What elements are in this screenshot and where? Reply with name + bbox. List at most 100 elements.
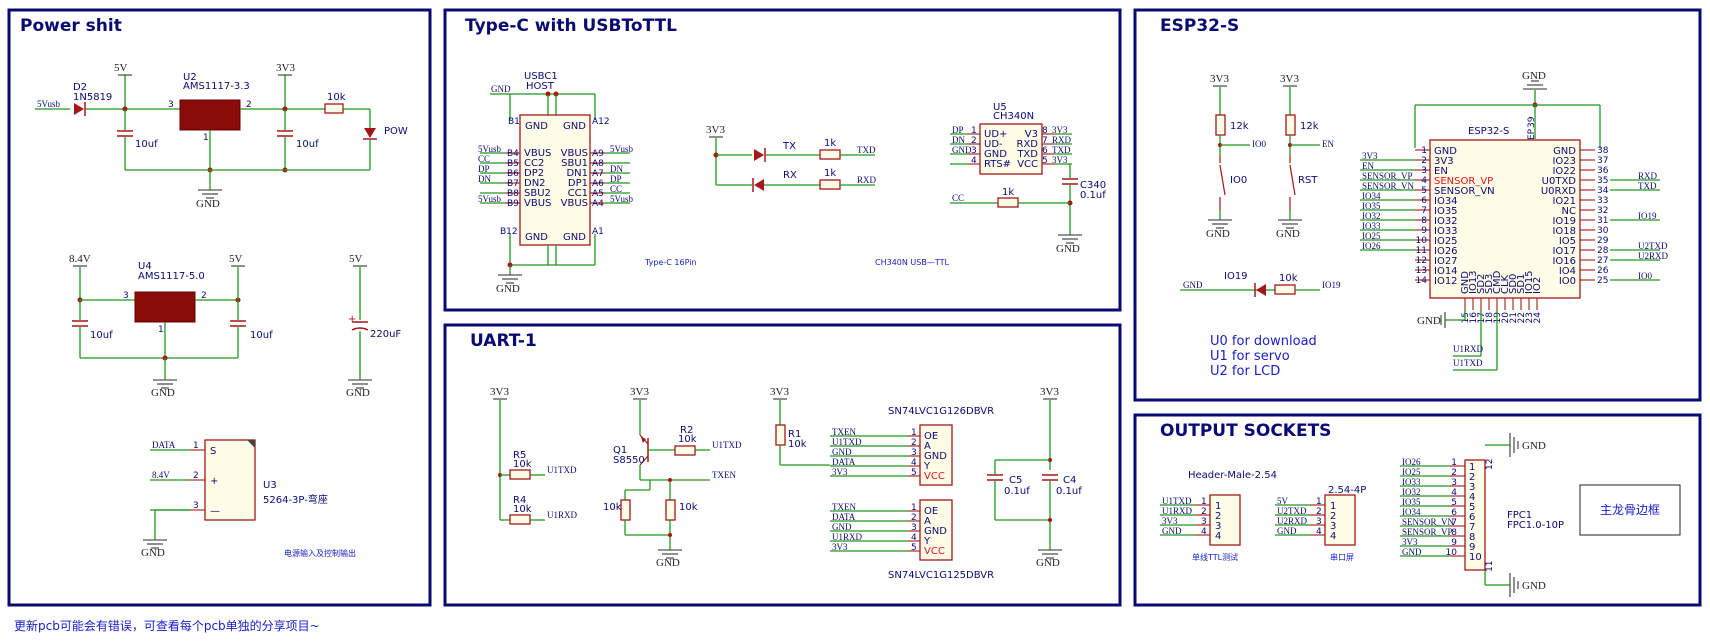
q1-ref: Q1 xyxy=(613,445,627,456)
fpc-num: 4 xyxy=(1451,488,1457,498)
output-panel-frame xyxy=(1133,413,1702,607)
esp-bottom-name: SD0 xyxy=(1508,274,1519,294)
buf2-pins-pin-name: GND xyxy=(924,526,947,537)
c-10uf-d: 10uf xyxy=(250,330,273,341)
esp-panel-title: ESP32-S xyxy=(1160,16,1239,36)
u5-val: CH340N xyxy=(993,111,1034,122)
esp-bottom-name: SD2 xyxy=(1476,274,1487,294)
esp-note-u1: U1 for servo xyxy=(1210,349,1290,364)
esp32-body xyxy=(1429,139,1581,299)
u5-left-num: 2 xyxy=(971,136,977,146)
usbc-left-name: VBUS xyxy=(524,148,551,159)
esp-section: 3V3 12k IO0 IO0 GND 3V3 12k EN RST GND xyxy=(1180,70,1669,379)
fpc-num: 5 xyxy=(1451,498,1457,508)
usbc-ref: USBC1 xyxy=(524,71,558,82)
esp-right-net: RXD xyxy=(1638,171,1658,181)
led-pow-label: POW xyxy=(384,126,408,137)
esp-left-net: IO26 xyxy=(1362,241,1381,251)
c5-val: 0.1uf xyxy=(1004,486,1030,497)
u5-ref: U5 xyxy=(993,102,1007,113)
buf2-pins-pin-num: 5 xyxy=(911,543,917,553)
frame-symbol-label: 主龙骨边框 xyxy=(1600,503,1660,517)
usbc-gnd-tr: GND xyxy=(563,121,586,132)
fpc-num: 9 xyxy=(1451,538,1457,548)
buf2-pins-pin-net: GND xyxy=(832,522,852,532)
pwr-gnd-esp-top: GND xyxy=(1522,70,1546,82)
power-caption: 电源输入及控制输出 xyxy=(284,548,356,558)
esp-left-num: 1 xyxy=(1421,146,1427,156)
esp-left-num: 12 xyxy=(1416,256,1427,266)
buf1-body xyxy=(919,424,953,486)
u2-ref: U2 xyxy=(183,72,197,83)
esp-left-net: SENSOR_VP xyxy=(1362,171,1413,181)
esp-right-name: IO21 xyxy=(1552,196,1576,207)
esp-left-name: EN xyxy=(1434,166,1448,177)
fpc1-pin-top: 12 xyxy=(1485,459,1495,470)
u5-right-num: 5 xyxy=(1042,156,1048,166)
buf2-pins-pin-num: 3 xyxy=(911,523,917,533)
esp-panel-frame xyxy=(1133,8,1702,402)
esp-left-num: 6 xyxy=(1421,196,1427,206)
esp-right-net: IO0 xyxy=(1638,271,1652,281)
usbc-val: HOST xyxy=(526,81,555,92)
esp-right-name: IO18 xyxy=(1552,226,1576,237)
usbc-right-pad: A8 xyxy=(592,159,604,169)
buf1-pins-pin-net: U1TXD xyxy=(832,437,862,447)
fpc-name: 4 xyxy=(1469,492,1475,503)
u3-val: 5264-3P-弯座 xyxy=(263,493,328,506)
pwr-5v-u4: 5V xyxy=(229,253,243,265)
pwr-gnd-u4: GND xyxy=(151,387,175,399)
fpc-name: 2 xyxy=(1469,472,1475,483)
r4-body xyxy=(509,514,531,525)
esp-right-name: IO5 xyxy=(1559,236,1576,247)
net-gnd-io19led: GND xyxy=(1183,280,1203,290)
usbc-left-pad: B5 xyxy=(507,159,519,169)
u5-left-name: GND xyxy=(984,149,1007,160)
buf2-body xyxy=(919,499,953,561)
fpc1-pin-bot: 11 xyxy=(1485,561,1495,572)
esp-left-num: 8 xyxy=(1421,216,1427,226)
j2-pins-num: 2 xyxy=(1316,507,1322,517)
q1-val: S8550 xyxy=(613,455,645,466)
esp-left-num: 2 xyxy=(1421,156,1427,166)
j1-pins-net: 3V3 xyxy=(1162,516,1178,526)
buf1-pins-pin-name: Y xyxy=(923,461,931,472)
usbc-left-name: DP2 xyxy=(524,168,544,179)
usbc-b1: B1 xyxy=(508,117,520,127)
buf2-pins-pin-name: Y xyxy=(923,536,931,547)
pwr-gnd-rst: GND xyxy=(1276,228,1300,240)
fpc1-ref: FPC1 xyxy=(1507,510,1532,521)
buf1-pins-pin-num: 3 xyxy=(911,448,917,458)
j1-pins-net: U1TXD xyxy=(1162,496,1192,506)
buf2-pins-pin-num: 2 xyxy=(911,513,917,523)
esp-left-net: EN xyxy=(1362,161,1374,171)
esp-left-name: IO32 xyxy=(1434,216,1458,227)
j2-body xyxy=(1324,494,1356,546)
fpc-name: 6 xyxy=(1469,512,1475,523)
esp-right-name: IO17 xyxy=(1552,246,1576,257)
usbc-a1: A1 xyxy=(592,227,604,237)
buf2-pins-pin-num: 4 xyxy=(911,533,917,543)
footer-note: 更新pcb可能会有错误，可查看每个pcb单独的分享项目~ xyxy=(14,618,320,633)
power-panel-frame xyxy=(7,8,432,607)
esp-left-net: IO25 xyxy=(1362,231,1381,241)
usbc-left-name: CC2 xyxy=(524,158,544,169)
cap-220uf-label: 220uF xyxy=(370,329,401,340)
esp-bottom-num: 20 xyxy=(1501,312,1511,324)
fpc1-body xyxy=(1464,459,1486,571)
fpc-net: 3V3 xyxy=(1402,537,1418,547)
fpc-name: 10 xyxy=(1469,552,1482,563)
buf1-pins-pin-net: TXEN xyxy=(832,427,856,437)
r4-ref: R4 xyxy=(513,495,526,506)
esp-bottom-num: 22 xyxy=(1517,312,1527,323)
u5-right-name: TXD xyxy=(1016,149,1038,160)
r-10k-pow xyxy=(324,103,344,114)
usbc-left-net: 5Vusb xyxy=(478,194,501,204)
led-rx-label: RX xyxy=(783,170,797,181)
pwr-gnd-esp-bottom: GND xyxy=(1417,315,1441,327)
esp-right-num: 33 xyxy=(1597,196,1608,206)
r-1k-tx-label: 1k xyxy=(824,138,836,149)
